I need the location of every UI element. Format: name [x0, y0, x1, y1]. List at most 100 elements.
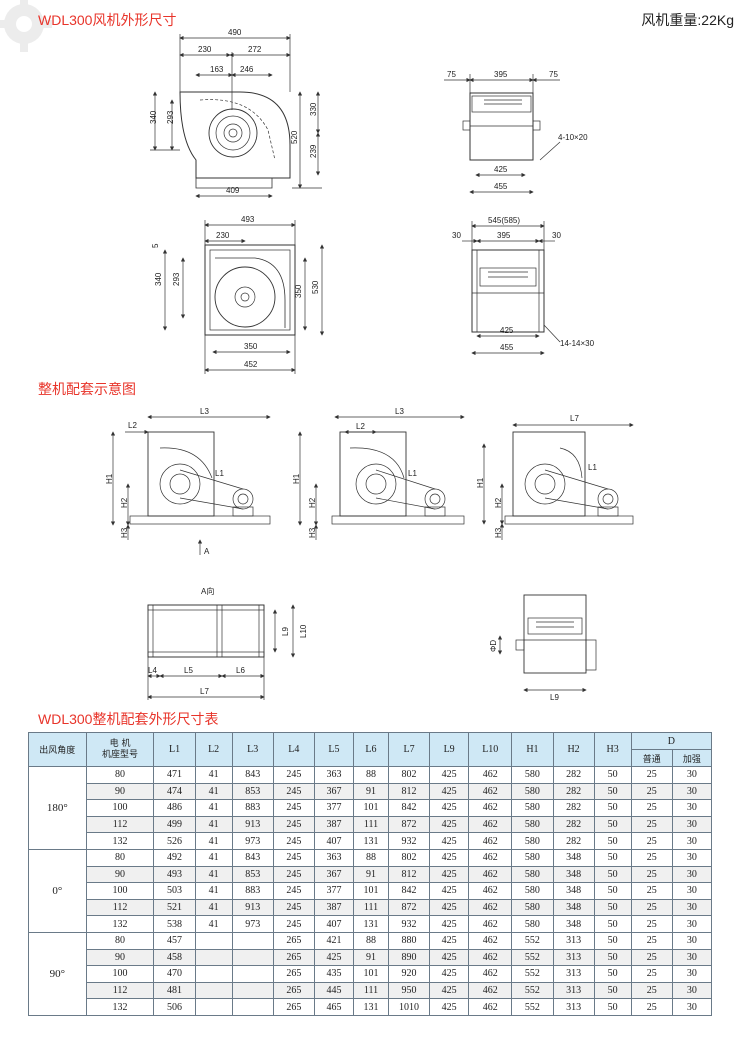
table-cell: 112 — [85, 981, 155, 1000]
table-cell: 41 — [194, 799, 233, 817]
table-cell: 25 — [630, 931, 673, 950]
gear-watermark-icon — [0, 0, 52, 52]
table-cell: 499 — [153, 815, 196, 834]
table-cell: 265 — [272, 998, 315, 1016]
header-H3: H3 — [593, 732, 632, 767]
table-cell: 112 — [85, 898, 155, 917]
header-D-normal: 普通 — [630, 749, 673, 767]
table-cell: 363 — [313, 848, 354, 867]
dim-455-b: 455 — [500, 343, 514, 352]
table-cell: 407 — [313, 915, 354, 933]
table-cell: 367 — [313, 782, 354, 801]
table-cell: 131 — [352, 832, 389, 850]
table-cell: 474 — [153, 782, 196, 801]
table-cell: 880 — [387, 931, 431, 950]
table-cell: 50 — [593, 799, 632, 817]
header-D-strong: 加强 — [671, 749, 713, 767]
table-cell: 425 — [429, 865, 470, 884]
table-cell: 245 — [272, 848, 315, 867]
front-view-2 — [162, 220, 325, 374]
label-H1-b: H1 — [292, 473, 301, 484]
table-cell: 932 — [387, 832, 431, 850]
table-cell: 245 — [272, 915, 315, 933]
table-cell: 265 — [272, 931, 315, 950]
table-cell — [194, 965, 233, 983]
dim-350-vertical: 350 — [294, 284, 303, 298]
dim-75-right: 75 — [549, 70, 558, 79]
dim-452: 452 — [244, 360, 258, 369]
table-cell: 25 — [630, 848, 673, 867]
table-cell: 30 — [671, 931, 713, 950]
table-cell: 41 — [194, 766, 233, 784]
table-cell: 41 — [194, 915, 233, 933]
table-cell: 41 — [194, 832, 233, 850]
table-cell: 363 — [313, 766, 354, 784]
table-cell: 41 — [194, 882, 233, 900]
header-L1: L1 — [153, 732, 196, 767]
table-cell: 100 — [85, 965, 155, 983]
table-cell: 282 — [552, 766, 595, 784]
table-cell: 50 — [593, 915, 632, 933]
table-cell: 526 — [153, 832, 196, 850]
table-cell: 471 — [153, 766, 196, 784]
table-cell: 50 — [593, 848, 632, 867]
table-cell: 25 — [630, 799, 673, 817]
dim-30-left: 30 — [452, 231, 461, 240]
table-cell: 890 — [387, 948, 431, 967]
dim-330: 330 — [309, 102, 318, 116]
table-cell: 492 — [153, 848, 196, 867]
table-cell: 41 — [194, 848, 233, 867]
front-view-1 — [150, 34, 322, 199]
table-cell: 30 — [671, 865, 713, 884]
dim-409: 409 — [226, 186, 240, 195]
table-cell: 91 — [352, 782, 389, 801]
label-L1-b: L1 — [408, 469, 417, 478]
table-cell: 462 — [468, 832, 513, 850]
table-cell: 348 — [552, 915, 595, 933]
section-title-dimension-table: WDL300整机配套外形尺寸表 — [38, 711, 219, 727]
table-cell: 407 — [313, 832, 354, 850]
dim-530: 530 — [311, 280, 320, 294]
table-cell: 90 — [85, 865, 155, 884]
side-view-2 — [462, 221, 561, 356]
table-cell: 425 — [429, 766, 470, 784]
table-cell: 425 — [429, 948, 470, 967]
table-cell: 132 — [85, 832, 155, 850]
table-cell: 853 — [231, 865, 274, 884]
table-cell — [194, 931, 233, 950]
table-cell: 462 — [468, 882, 513, 900]
label-L1-c: L1 — [588, 463, 597, 472]
table-cell: 50 — [593, 981, 632, 1000]
label-L7-c: L7 — [570, 414, 579, 423]
table-cell: 462 — [468, 948, 513, 967]
table-cell: 41 — [194, 865, 233, 884]
table-cell: 425 — [429, 799, 470, 817]
section-title-assembly-diagram: 整机配套示意图 — [38, 381, 136, 397]
header-L7: L7 — [387, 732, 431, 767]
table-cell: 265 — [272, 948, 315, 967]
table-cell: 30 — [671, 898, 713, 917]
table-cell: 425 — [429, 832, 470, 850]
table-cell: 580 — [511, 865, 554, 884]
table-cell: 50 — [593, 766, 632, 784]
table-cell: 552 — [511, 998, 554, 1016]
table-cell: 552 — [511, 965, 554, 983]
table-cell: 41 — [194, 898, 233, 917]
table-cell: 50 — [593, 865, 632, 884]
table-cell: 100 — [85, 799, 155, 817]
table-cell: 50 — [593, 965, 632, 983]
label-A-view: A向 — [201, 586, 214, 596]
table-cell: 282 — [552, 832, 595, 850]
table-cell: 348 — [552, 848, 595, 867]
table-cell: 425 — [429, 981, 470, 1000]
table-cell: 41 — [194, 815, 233, 834]
table-cell: 50 — [593, 815, 632, 834]
table-cell: 552 — [511, 931, 554, 950]
dim-230-b: 230 — [216, 231, 230, 240]
dim-395: 395 — [494, 70, 508, 79]
table-cell: 348 — [552, 882, 595, 900]
